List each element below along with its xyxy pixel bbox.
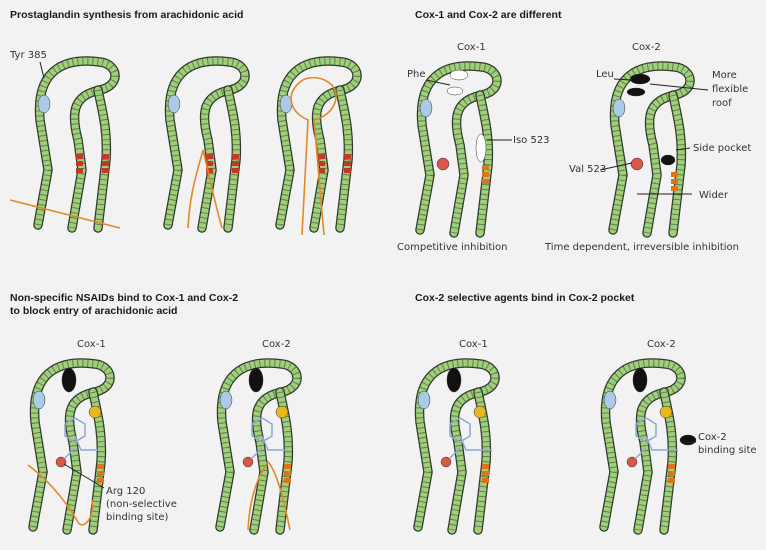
iso-523-label: Iso 523 xyxy=(513,135,550,146)
nsaid-black-1 xyxy=(62,368,76,392)
sel-tyr-1 xyxy=(418,391,430,409)
roof-label-line-1: More xyxy=(712,70,737,81)
diff-cox1-orange-1 xyxy=(482,172,489,177)
nsaid-arg-1 xyxy=(56,457,66,467)
tyr-residue-3 xyxy=(280,95,292,113)
side-pocket-residue xyxy=(661,155,675,165)
nsaid-arg-2 xyxy=(243,457,253,467)
sel-orange-2-2 xyxy=(668,478,675,483)
diff-cox1-red-dot xyxy=(437,158,449,170)
arg-120-line-3: binding site) xyxy=(106,512,169,523)
nsaid-orange-2-1 xyxy=(284,471,291,476)
cox2-header: Cox-2 xyxy=(632,42,661,53)
diff-cox1-orange-2 xyxy=(482,179,489,184)
val-523-label: Val 523 xyxy=(569,164,606,175)
nsaid-tyr-1 xyxy=(33,391,45,409)
nsaid-tyr-2 xyxy=(220,391,232,409)
nsaid-orange-1-2 xyxy=(97,478,104,483)
sel-tyr-2 xyxy=(604,391,616,409)
sel-orange-2-1 xyxy=(668,471,675,476)
red-segment-b-3-1 xyxy=(344,161,351,166)
red-segment-b-2-0 xyxy=(232,154,239,159)
irreversible-caption: Time dependent, irreversible inhibition xyxy=(544,242,739,253)
red-segment-1-0 xyxy=(76,154,83,159)
leu-residue-2 xyxy=(627,88,645,96)
red-segment-b-1-0 xyxy=(102,154,109,159)
sel-arg-1 xyxy=(441,457,451,467)
wider-label: Wider xyxy=(699,190,729,201)
nsaid-orange-1-0 xyxy=(97,464,104,469)
nsaid-orange-2-2 xyxy=(284,478,291,483)
nsaid-black-2 xyxy=(249,368,263,392)
arg-120-line-1: Arg 120 xyxy=(106,486,145,497)
red-segment-1-1 xyxy=(76,161,83,166)
sel-black-1 xyxy=(447,368,461,392)
cox1-header: Cox-1 xyxy=(457,42,486,53)
sel-orange-2-0 xyxy=(668,464,675,469)
nsaid-yellow-2 xyxy=(276,406,288,418)
red-segment-b-2-1 xyxy=(232,161,239,166)
sel-orange-1-2 xyxy=(482,478,489,483)
red-segment-1-2 xyxy=(76,168,83,173)
iso-523-residue xyxy=(476,134,486,162)
red-segment-3-1 xyxy=(318,161,325,166)
diff-cox2-red-dot xyxy=(631,158,643,170)
competitive-caption: Competitive inhibition xyxy=(397,242,508,253)
red-segment-b-3-2 xyxy=(344,168,351,173)
selective-cox2-header: Cox-2 xyxy=(647,339,676,350)
sel-yellow-2 xyxy=(660,406,672,418)
sel-black-2 xyxy=(633,368,647,392)
arg-120-line-2: (non-selective xyxy=(106,499,177,510)
nsaid-orange-2-0 xyxy=(284,464,291,469)
sel-orange-1-1 xyxy=(482,471,489,476)
tyr-residue-2 xyxy=(168,95,180,113)
red-segment-3-0 xyxy=(318,154,325,159)
leu-label: Leu xyxy=(596,69,614,80)
red-segment-2-0 xyxy=(206,154,213,159)
cox2-site-line-2: binding site xyxy=(698,445,757,456)
phe-residue-2 xyxy=(447,87,463,95)
red-segment-b-2-2 xyxy=(232,168,239,173)
diff-cox2-tyr xyxy=(613,99,625,117)
diff-cox2-orange-0 xyxy=(671,172,678,177)
sel-orange-1-0 xyxy=(482,464,489,469)
cox2-site-line-1: Cox-2 xyxy=(698,432,727,443)
diff-cox1-orange-0 xyxy=(482,165,489,170)
tyr-pointer xyxy=(40,62,44,78)
diff-cox2-orange-2 xyxy=(671,186,678,191)
sel-arg-2 xyxy=(627,457,637,467)
nsaid-cox1-header: Cox-1 xyxy=(77,339,106,350)
nsaid-cox2-header: Cox-2 xyxy=(262,339,291,350)
sel-yellow-1 xyxy=(474,406,486,418)
nsaid-orange-1-1 xyxy=(97,471,104,476)
red-segment-b-1-1 xyxy=(102,161,109,166)
phe-residue xyxy=(450,70,468,80)
diagram-shapes xyxy=(10,61,708,530)
cox2-pocket-residue xyxy=(680,435,696,445)
tyr-residue-1 xyxy=(38,95,50,113)
leu-residue xyxy=(630,74,650,84)
diff-cox1-tyr xyxy=(420,99,432,117)
diff-cox2-orange-1 xyxy=(671,179,678,184)
tyr-385-label: Tyr 385 xyxy=(9,50,47,61)
side-pocket-label: Side pocket xyxy=(693,143,751,154)
selective-cox1-header: Cox-1 xyxy=(459,339,488,350)
roof-label-line-2: flexible xyxy=(712,84,748,95)
red-segment-b-1-2 xyxy=(102,168,109,173)
nsaid-yellow-1 xyxy=(89,406,101,418)
red-segment-b-3-0 xyxy=(344,154,351,159)
roof-label-line-3: roof xyxy=(712,98,732,109)
phe-label: Phe xyxy=(407,69,426,80)
